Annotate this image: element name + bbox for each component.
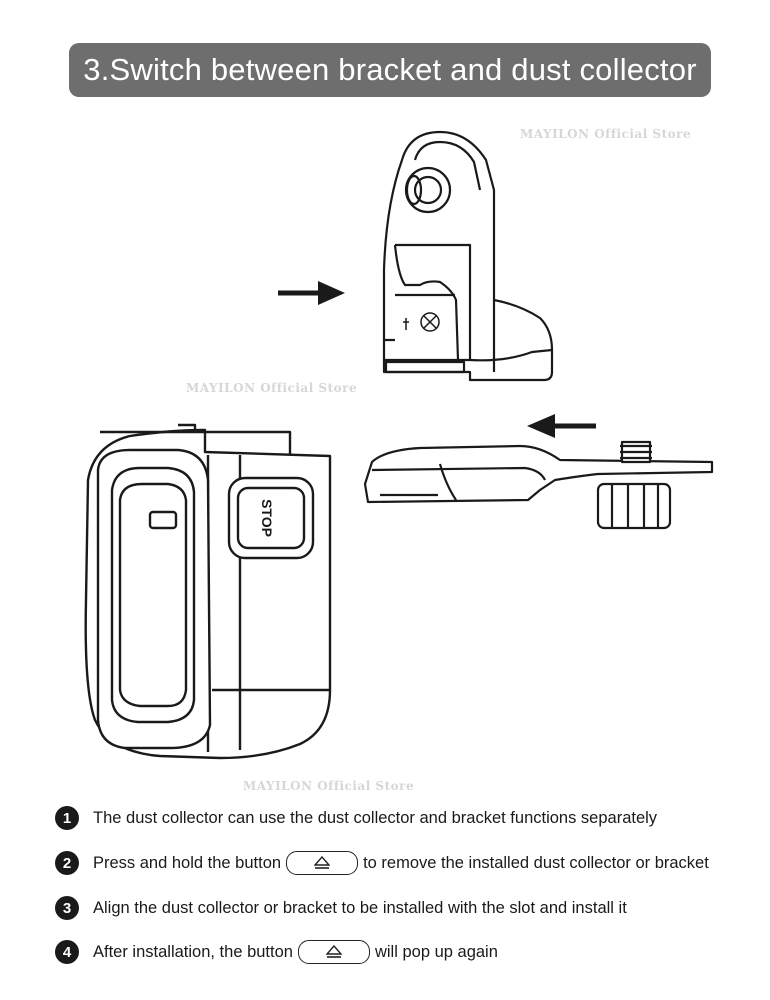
watermark: MAYILON Official Store [243, 779, 415, 793]
stop-label: STOP [259, 499, 275, 537]
step-text-after: to remove the installed dust collector o… [363, 853, 709, 872]
step-number: 4 [55, 940, 79, 964]
step-text-after: will pop up again [374, 942, 498, 961]
arrow-right-icon [278, 281, 345, 305]
step-2: 2 Press and hold the button to remove th… [55, 850, 709, 876]
step-number: 1 [55, 806, 79, 830]
step-text: Press and hold the button [93, 853, 282, 872]
step-number: 2 [55, 851, 79, 875]
step-3: 3 Align the dust collector or bracket to… [55, 895, 627, 921]
step-number: 3 [55, 896, 79, 920]
step-1: 1 The dust collector can use the dust co… [55, 805, 657, 831]
watermark: MAYILON Official Store [186, 381, 358, 395]
step-4: 4 After installation, the button will po… [55, 939, 498, 965]
eject-button-icon [297, 940, 370, 964]
step-text: Align the dust collector or bracket to b… [93, 898, 627, 917]
step-text: The dust collector can use the dust coll… [93, 808, 658, 827]
illustration: STOP [84, 130, 714, 760]
device-body [84, 423, 332, 760]
bracket-attachment [382, 130, 554, 382]
watermark: MAYILON Official Store [520, 127, 692, 141]
dust-collector-attachment [363, 440, 714, 530]
step-text: After installation, the button [93, 942, 293, 961]
arrow-left-icon [527, 414, 596, 438]
page-title: 3.Switch between bracket and dust collec… [69, 43, 711, 97]
eject-button-icon [286, 851, 359, 875]
